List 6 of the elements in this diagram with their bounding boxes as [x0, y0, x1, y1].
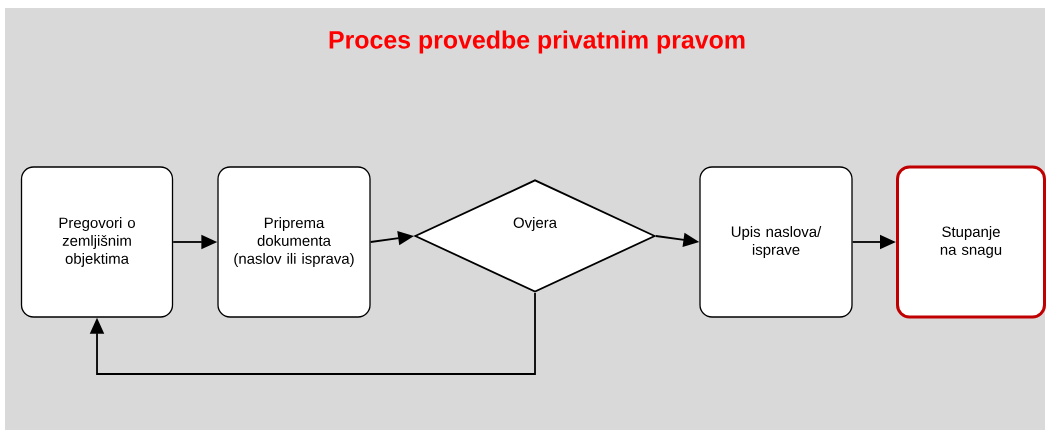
process-box: Upis naslova/ isprave: [699, 166, 853, 318]
process-box: Priprema dokumenta (naslov ili isprava): [217, 166, 371, 318]
end-box: Stupanje na snagu: [896, 165, 1046, 319]
process-box: Pregovori o zemljišnim objektima: [20, 166, 174, 318]
title: Proces provedbe privatnim pravom: [329, 30, 745, 54]
arrow: [89, 292, 536, 375]
